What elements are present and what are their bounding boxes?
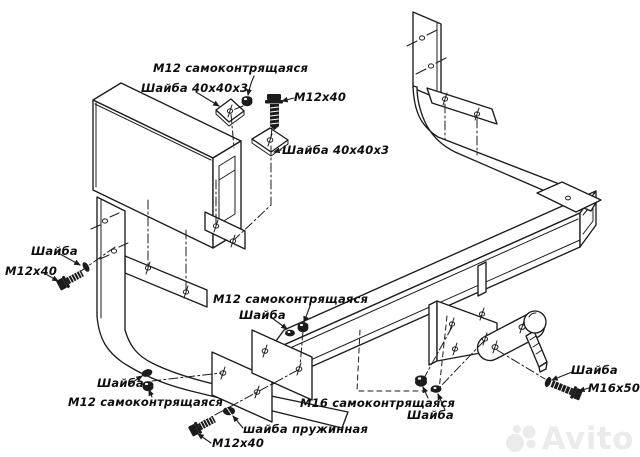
washer-m16 <box>430 385 442 393</box>
watermark-text: Avito <box>541 420 634 457</box>
part-label: Шайба <box>407 408 454 422</box>
m12-locknut-middle <box>297 322 309 333</box>
part-label: Шайба 40x40x3 <box>282 143 390 157</box>
m16-locknut <box>415 375 427 387</box>
washer-left <box>82 262 90 272</box>
part-label: М12 самоконтрящаяся <box>213 292 369 306</box>
watermark: Avito <box>505 423 634 455</box>
beam-end-plates <box>211 329 313 423</box>
part-label: Шайба 40x40x3 <box>141 81 249 95</box>
part-label: Шайба <box>31 244 78 258</box>
washer-bottom-left <box>141 369 153 377</box>
part-label: М12x40 <box>212 436 265 450</box>
part-label: М12x40 <box>294 90 347 104</box>
avito-circles-logo <box>505 425 536 452</box>
m12-locknut-bottom-left <box>142 381 154 392</box>
towball-shank <box>525 330 548 368</box>
m16x50-bolt <box>550 380 583 401</box>
part-label: М12x40 <box>5 264 58 278</box>
part-label: Шайба <box>97 376 144 390</box>
m12x40-bolt-top <box>265 94 283 130</box>
bolt-holes <box>101 35 571 399</box>
part-label: М16x50 <box>588 381 640 395</box>
part-label: М16 самоконтрящаяся <box>300 396 456 410</box>
mount-fin <box>477 261 487 297</box>
part-label: Шайба <box>239 308 286 322</box>
washer-middle <box>285 329 295 337</box>
fasteners <box>56 94 583 437</box>
part-label: Шайба <box>571 363 618 377</box>
spring-washer <box>223 406 235 416</box>
leader-lines <box>43 75 590 444</box>
m12x40-bolt-left <box>56 270 84 291</box>
towball <box>523 310 547 334</box>
part-label: М12 самоконтрящаяся <box>153 61 309 75</box>
m12x40-bolt-bottom <box>188 416 216 437</box>
part-label: М12 самоконтрящаяся <box>68 395 224 409</box>
right-side-bracket <box>412 11 602 213</box>
part-label: шайба пружинная <box>243 422 369 436</box>
washer-m16x50 <box>544 377 552 387</box>
m12-locknut-top <box>241 96 253 107</box>
